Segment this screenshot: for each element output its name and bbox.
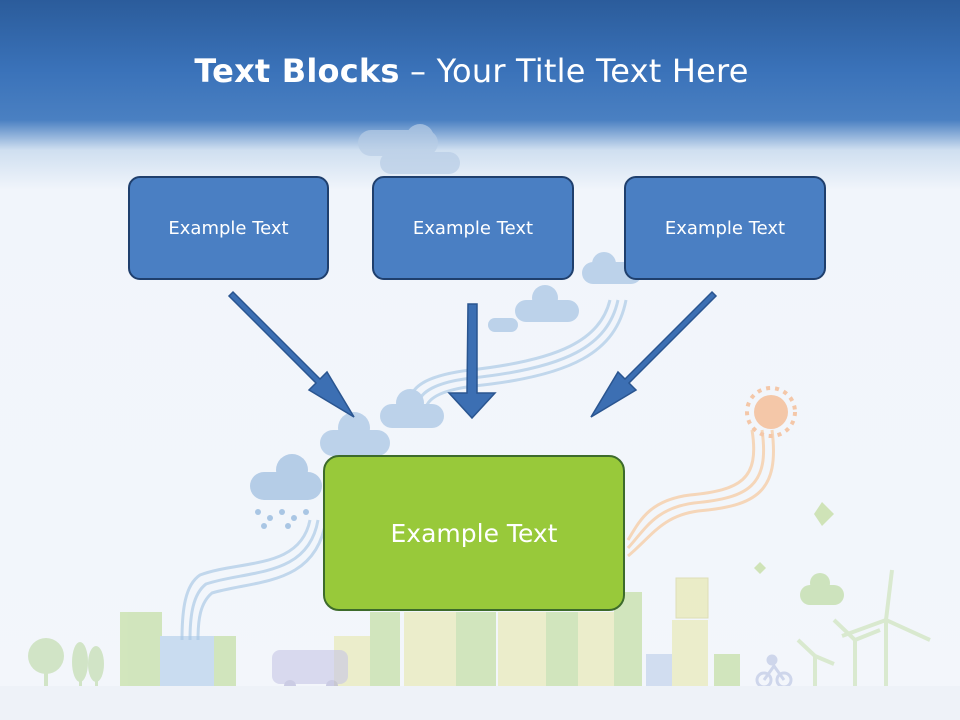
cloud-streams	[180, 299, 628, 641]
title-rest: Your Title Text Here	[436, 52, 749, 90]
title-separator: –	[399, 52, 437, 90]
city-buildings	[120, 592, 740, 688]
text-block-1-label: Example Text	[168, 217, 289, 239]
center-text-block-label: Example Text	[390, 518, 558, 548]
cloud-icon	[358, 124, 460, 174]
cyclist-icon	[755, 654, 793, 689]
text-block-3[interactable]: Example Text	[624, 176, 826, 280]
butterfly-icon	[754, 502, 834, 574]
solar-panel-icon	[675, 577, 709, 619]
trees-icon	[28, 638, 104, 688]
sun-icon	[745, 386, 797, 438]
rain-cloud-icon	[250, 454, 322, 529]
text-block-2-label: Example Text	[412, 217, 534, 239]
recycle-bus-icon	[272, 650, 348, 692]
cloud-icon	[800, 573, 844, 605]
text-block-3-label: Example Text	[664, 217, 786, 239]
sun-stream	[626, 429, 775, 558]
title-bold: Text Blocks	[194, 52, 400, 90]
wind-turbine-icon	[796, 569, 931, 688]
text-block-2[interactable]: Example Text	[372, 176, 574, 280]
cloud-icon	[320, 252, 642, 456]
center-text-block[interactable]: Example Text	[323, 455, 625, 611]
slide-title: Text Blocks – Your Title Text Here	[0, 52, 943, 90]
text-block-1[interactable]: Example Text	[128, 176, 329, 280]
